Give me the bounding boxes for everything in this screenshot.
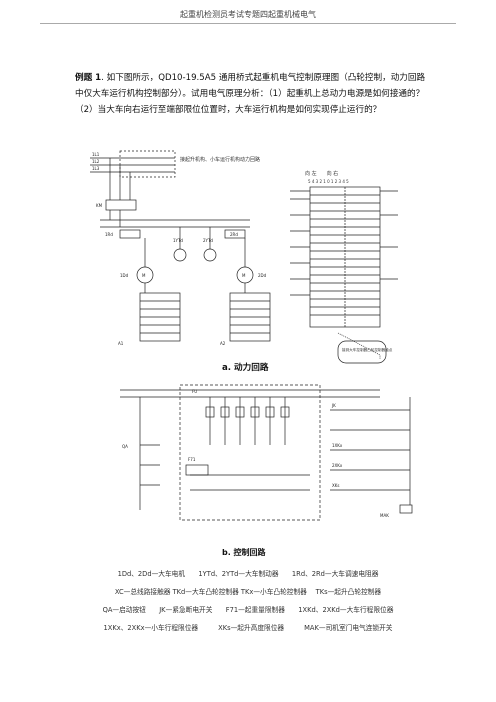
circuit-diagram: 1L1 1L2 1L3 接起升机构、小车运行机构动力回路 KM 1Rd 2Rd [90, 150, 413, 557]
legend-line-1: 1Dd、2Dd—大车电机 1YTd、2YTd—大车制动器 1Rd、2Rd—大车调… [117, 570, 379, 578]
label-xk2: 2XKx [332, 463, 343, 468]
legend-line-3: QA—启动按钮 JK—紧急断电开关 F71—起重量限制器 1XKd、2XKd—大… [102, 606, 394, 614]
label-jk: JK [331, 403, 336, 408]
label-motor-2: 2Dd [258, 273, 267, 278]
label-xk1: 1XKx [332, 443, 343, 448]
label-rd1: 1Rd [105, 232, 113, 237]
table-ticks: 5 4 3 2 1 0 1 2 3 4 5 [308, 179, 349, 184]
cam-controller-table: 向 左 向 右 5 4 3 2 1 0 1 2 3 4 5 接到大车控制器凸轮控… [290, 170, 398, 364]
label-ytd2: 2YTd [203, 238, 213, 243]
label-qa: QA [122, 444, 128, 449]
bus-label-3: 1L3 [92, 166, 100, 171]
circuit-figure: 1L1 1L2 1L3 接起升机构、小车运行机构动力回路 KM 1Rd 2Rd [80, 145, 420, 565]
label-motor-1: 1Dd [120, 273, 129, 278]
svg-text:M: M [142, 273, 146, 278]
caption-b: b. 控制回路 [222, 547, 267, 557]
table-direction: 向 左 向 右 [305, 170, 338, 177]
label-a2: A2 [220, 341, 226, 346]
legend-line-2: XC—总线路接触器 TKd—大车凸轮控制器 TKx—小车凸轮控制器 TKs—起升… [114, 588, 382, 596]
label-xks: XKs [332, 483, 339, 488]
table-note: 接到大车控制器凸轮控制器触点 [342, 347, 393, 352]
caption-a: a. 动力回路 [222, 361, 269, 373]
question-paragraph: 例题 1. 如下图所示，QD10-19.5A5 通用桥式起重机电气控制原理图（凸… [75, 70, 430, 118]
label-rd2: 2Rd [230, 232, 238, 237]
label-fu: FU [192, 389, 197, 394]
header-divider [40, 23, 456, 24]
bus-label-1: 1L1 [92, 152, 100, 157]
label-ytd1: 1YTd [173, 238, 183, 243]
label-mak: MAK [380, 513, 389, 518]
note-top: 接起升机构、小车运行机构动力回路 [180, 156, 260, 163]
power-circuit: 1L1 1L2 1L3 接起升机构、小车运行机构动力回路 KM 1Rd 2Rd [90, 150, 271, 346]
question-label: 例题 1 [75, 73, 102, 83]
svg-text:M: M [242, 273, 246, 278]
page-header: 起重机检测员考试专题四起重机械电气 [180, 10, 316, 19]
label-km: KM [96, 203, 103, 208]
question-text: . 如下图所示，QD10-19.5A5 通用桥式起重机电气控制原理图（凸轮控制，… [75, 73, 426, 115]
legend-line-4: 1XKx、2XKx—小车行程限位器 XKs—起升高度限位器 MAK—司机室门电气… [103, 624, 393, 632]
control-circuit: FU QA F71 [120, 384, 413, 521]
bus-label-2: 1L2 [92, 159, 100, 164]
label-a1: A1 [118, 341, 124, 346]
label-f71: F71 [188, 457, 196, 462]
symbol-legend: 1Dd、2Dd—大车电机 1YTd、2YTd—大车制动器 1Rd、2Rd—大车调… [60, 565, 436, 637]
